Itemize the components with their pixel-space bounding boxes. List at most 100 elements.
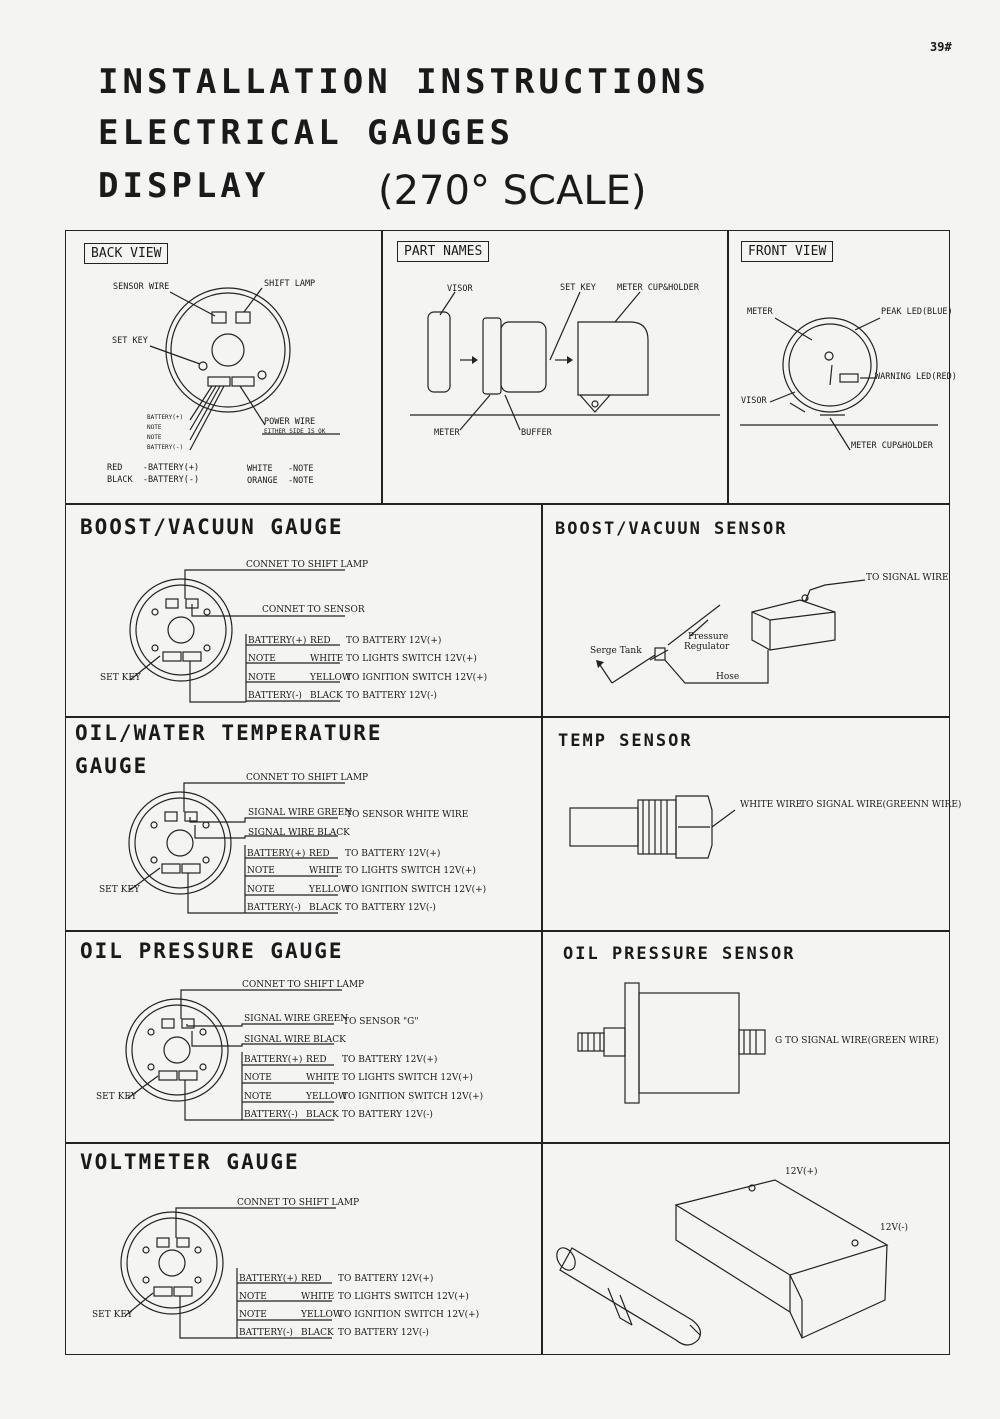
warning-led-label: WARNING LED(RED) bbox=[875, 372, 957, 382]
temp-gauge-title-1: OIL/WATER TEMPERATURE bbox=[75, 721, 383, 745]
set-key-label: SET KEY bbox=[96, 1092, 137, 1102]
wire-name: NOTE bbox=[244, 1092, 272, 1102]
wire-destination: TO BATTERY 12V(+) bbox=[338, 1274, 434, 1284]
page-number: 39# bbox=[930, 40, 952, 54]
signal-wire-green: SIGNAL WIRE GREEN bbox=[248, 808, 353, 818]
wire-destination: TO LIGHTS SWITCH 12V(+) bbox=[346, 654, 477, 664]
wire-name: BATTERY(-) bbox=[247, 903, 301, 913]
front-view-drawing bbox=[740, 317, 938, 451]
wire-name: NOTE bbox=[239, 1292, 267, 1302]
g-signal-label: G TO SIGNAL WIRE(GREEN WIRE) bbox=[775, 1036, 939, 1046]
temp-gauge-title-2: GAUGE bbox=[75, 754, 149, 778]
wire-color: WHITE bbox=[310, 654, 344, 664]
wire-color: RED bbox=[301, 1274, 322, 1284]
wire-destination: TO LIGHTS SWITCH 12V(+) bbox=[338, 1292, 469, 1302]
meter-cup-label: METER CUP&HOLDER bbox=[617, 283, 699, 293]
wire-color: RED bbox=[310, 636, 331, 646]
wire-name: BATTERY(+) bbox=[247, 849, 306, 859]
battery-drawing bbox=[556, 1179, 889, 1346]
buffer-label: BUFFER bbox=[521, 428, 552, 438]
pressure-label: Pressure bbox=[688, 632, 729, 642]
wire-color: YELLOW bbox=[301, 1310, 343, 1320]
wire-name: BATTERY(+) bbox=[248, 636, 307, 646]
wire-color: WHITE bbox=[309, 866, 343, 876]
oil-sensor-title: OIL PRESSURE SENSOR bbox=[563, 944, 796, 964]
boost-gauge-drawing bbox=[129, 569, 345, 703]
wire-destination: TO IGNITION SWITCH 12V(+) bbox=[342, 1092, 484, 1102]
hose-label: Hose bbox=[716, 672, 740, 682]
set-key-part-label: SET KEY bbox=[560, 283, 596, 293]
volt-gauge-title: VOLTMETER GAUGE bbox=[80, 1150, 300, 1174]
boost-gauge-title: BOOST/VACUUN GAUGE bbox=[80, 515, 344, 539]
temp-sensor-title: TEMP SENSOR bbox=[558, 731, 693, 751]
back-view-gauge-drawing bbox=[149, 287, 340, 451]
serge-tank-label: Serge Tank bbox=[590, 646, 642, 656]
set-key-label: SET KEY bbox=[92, 1310, 133, 1320]
oil-sensor-drawing bbox=[577, 982, 766, 1104]
wire-color: WHITE bbox=[301, 1292, 335, 1302]
set-key-label: SET KEY bbox=[112, 336, 148, 346]
volt-gauge-drawing bbox=[120, 1207, 336, 1339]
wire-destination: TO BATTERY 12V(+) bbox=[346, 636, 442, 646]
instruction-frame bbox=[65, 230, 950, 1355]
to-signal-green: TO SIGNAL WIRE(GREENN WIRE) bbox=[800, 800, 962, 810]
shift-lamp-label: SHIFT LAMP bbox=[264, 279, 316, 289]
wire-color: BLACK bbox=[301, 1328, 334, 1338]
sensor-wire-label: SENSOR WIRE bbox=[113, 282, 170, 292]
col-divider bbox=[541, 503, 543, 1355]
wire-destination: TO LIGHTS SWITCH 12V(+) bbox=[345, 866, 476, 876]
signal-wire-black: SIGNAL WIRE BLACK bbox=[244, 1035, 346, 1045]
battery-negative-label: 12V(-) bbox=[880, 1223, 909, 1233]
wire-name: NOTE bbox=[248, 673, 276, 683]
title-line-2: ELECTRICAL GAUGES bbox=[98, 113, 514, 153]
wire-name: BATTERY(-) bbox=[239, 1328, 293, 1338]
boost-sensor-drawing bbox=[596, 579, 866, 684]
meter-cup-front-label: METER CUP&HOLDER bbox=[851, 441, 933, 451]
front-view-label: FRONT VIEW bbox=[741, 241, 834, 262]
visor-label: VISOR bbox=[447, 284, 473, 294]
wire-destination: TO IGNITION SWITCH 12V(+) bbox=[346, 673, 488, 683]
boost-sensor-title: BOOST/VACUUN SENSOR bbox=[555, 519, 788, 539]
wire-destination: TO BATTERY 12V(+) bbox=[345, 849, 441, 859]
wire-color: YELLOW bbox=[309, 885, 351, 895]
wire-name: BATTERY(+) bbox=[244, 1055, 303, 1065]
wire-color: BLACK bbox=[310, 691, 343, 701]
temp-gauge-drawing bbox=[128, 782, 345, 914]
wire-name: NOTE bbox=[247, 866, 275, 876]
title-line-3: DISPLAY bbox=[98, 166, 270, 206]
shift-lamp-conn: CONNET TO SHIFT LAMP bbox=[246, 773, 369, 783]
to-signal-wire: TO SIGNAL WIRE bbox=[866, 573, 949, 583]
wire-name: NOTE bbox=[248, 654, 276, 664]
set-key-label: SET KEY bbox=[100, 673, 141, 683]
regulator-label: Regulator bbox=[684, 642, 730, 652]
legend-orange: ORANGE -NOTE bbox=[247, 476, 314, 486]
part-names-drawing bbox=[410, 291, 720, 431]
power-wire-note: EITHER SIDE IS OK bbox=[264, 428, 326, 435]
col-divider bbox=[381, 230, 383, 503]
wire-color: WHITE bbox=[306, 1073, 340, 1083]
wire-destination: TO BATTERY 12V(-) bbox=[338, 1328, 429, 1338]
wire-name: BATTERY(-) bbox=[244, 1110, 298, 1120]
title-line-1: INSTALLATION INSTRUCTIONS bbox=[98, 62, 710, 102]
legend-white: WHITE -NOTE bbox=[247, 464, 314, 474]
visor-front-label: VISOR bbox=[741, 396, 767, 406]
wire-destination: TO BATTERY 12V(-) bbox=[342, 1110, 433, 1120]
oil-gauge-title: OIL PRESSURE GAUGE bbox=[80, 939, 344, 963]
wire-name: BATTERY(+) bbox=[239, 1274, 298, 1284]
wire-destination: TO BATTERY 12V(+) bbox=[342, 1055, 438, 1065]
power-wire-label: POWER WIRE bbox=[264, 417, 316, 427]
wire-color: YELLOW bbox=[310, 673, 352, 683]
scale-text: (270° SCALE) bbox=[378, 168, 647, 214]
set-key-label: SET KEY bbox=[99, 885, 140, 895]
wire-name: NOTE bbox=[239, 1310, 267, 1320]
white-wire-label: WHITE WIRE bbox=[740, 800, 803, 810]
wire-destination: TO IGNITION SWITCH 12V(+) bbox=[345, 885, 487, 895]
signal-green-dest: TO SENSOR WHITE WIRE bbox=[346, 810, 469, 820]
wire-destination: TO BATTERY 12V(-) bbox=[346, 691, 437, 701]
col-divider bbox=[727, 230, 729, 503]
meter-front-label: METER bbox=[747, 307, 773, 317]
sensor-conn: CONNET TO SENSOR bbox=[262, 605, 365, 615]
wire-color: RED bbox=[309, 849, 330, 859]
row-divider bbox=[65, 930, 950, 932]
